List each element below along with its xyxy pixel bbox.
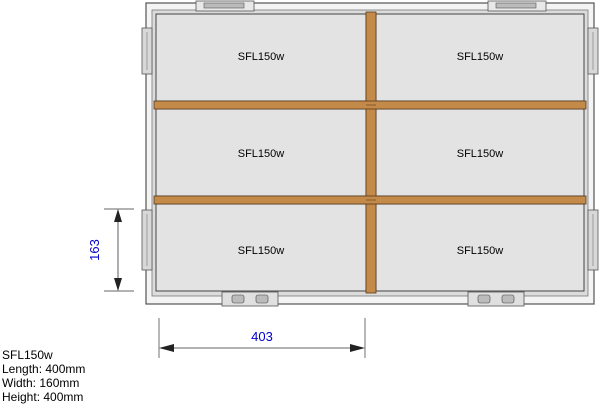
compartment-cell-3: SFL150w xyxy=(155,108,367,197)
spec-length: Length: 400mm xyxy=(2,362,86,376)
compartment-cell-2: SFL150w xyxy=(375,13,585,102)
divider-vertical xyxy=(365,11,377,294)
height-dimension-value: 163 xyxy=(87,239,102,261)
compartment-cell-6: SFL150w xyxy=(375,203,585,292)
left-handle-top xyxy=(141,27,153,75)
cell-label: SFL150w xyxy=(457,148,504,160)
right-handle-top xyxy=(587,27,599,75)
cell-label: SFL150w xyxy=(238,51,285,63)
spec-width: Width: 160mm xyxy=(2,376,80,390)
top-left-latch xyxy=(195,0,255,12)
cell-label: SFL150w xyxy=(457,51,504,63)
cell-label: SFL150w xyxy=(457,245,504,257)
spec-model: SFL150w xyxy=(2,348,53,362)
compartment-cell-1: SFL150w xyxy=(155,13,367,102)
width-dimension: 403 xyxy=(158,318,366,358)
bottom-left-latch xyxy=(221,291,279,307)
compartment-cell-4: SFL150w xyxy=(375,108,585,197)
height-dimension: 163 xyxy=(87,208,134,292)
cell-label: SFL150w xyxy=(238,148,285,160)
bottom-right-latch xyxy=(467,291,525,307)
spec-height: Height: 400mm xyxy=(2,390,84,404)
left-handle-bottom xyxy=(141,209,153,271)
cell-label: SFL150w xyxy=(238,245,285,257)
compartment-cell-5: SFL150w xyxy=(155,203,367,292)
top-right-latch xyxy=(487,0,547,12)
width-dimension-value: 403 xyxy=(251,329,273,344)
right-handle-bottom xyxy=(587,209,599,271)
